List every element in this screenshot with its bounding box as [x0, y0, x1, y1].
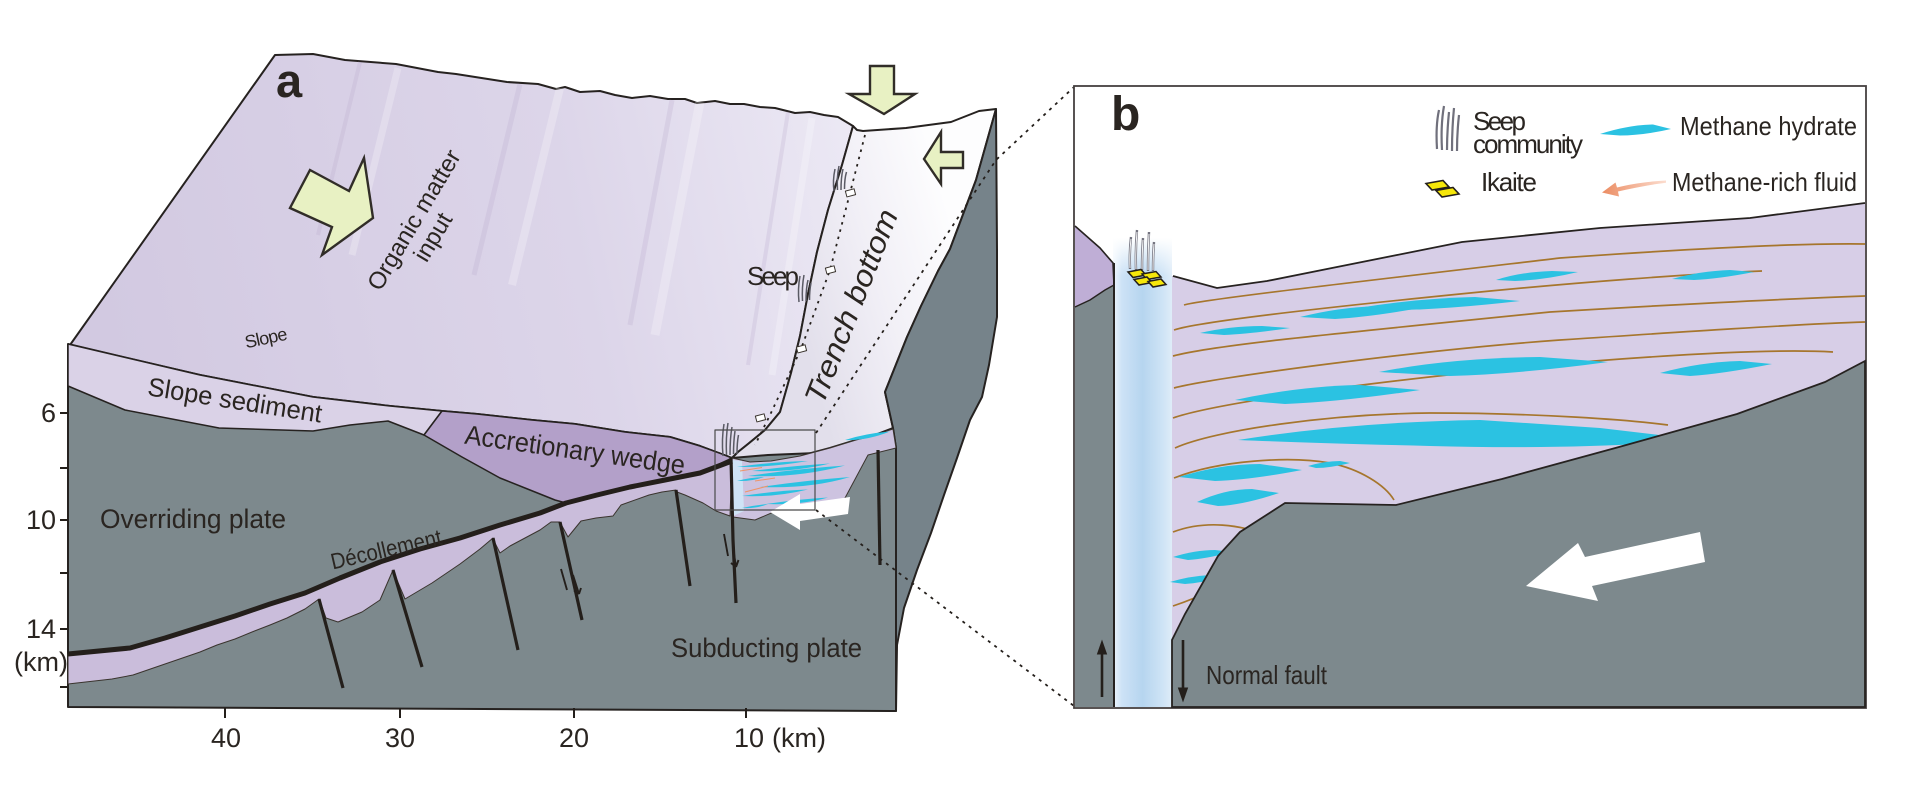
svg-text:10: 10: [26, 505, 56, 535]
svg-text:(km): (km): [14, 647, 68, 677]
svg-text:Seep: Seep: [747, 261, 799, 291]
svg-text:20: 20: [559, 723, 589, 753]
svg-text:Methane hydrate: Methane hydrate: [1680, 111, 1857, 141]
svg-text:14: 14: [26, 614, 56, 644]
svg-text:30: 30: [385, 723, 415, 753]
svg-text:40: 40: [211, 723, 241, 753]
svg-text:Subducting plate: Subducting plate: [671, 633, 862, 663]
svg-text:b: b: [1111, 88, 1140, 141]
svg-text:(km): (km): [772, 723, 826, 753]
svg-text:10: 10: [734, 723, 764, 753]
svg-text:a: a: [276, 54, 303, 107]
svg-text:community: community: [1473, 129, 1583, 159]
svg-text:Methane-rich fluid: Methane-rich fluid: [1672, 167, 1857, 197]
svg-text:6: 6: [41, 398, 56, 428]
svg-text:Seep: Seep: [1473, 106, 1526, 136]
svg-text:Overriding plate: Overriding plate: [100, 504, 286, 534]
svg-text:Ikaite: Ikaite: [1481, 167, 1537, 197]
svg-text:Normal fault: Normal fault: [1206, 660, 1328, 690]
